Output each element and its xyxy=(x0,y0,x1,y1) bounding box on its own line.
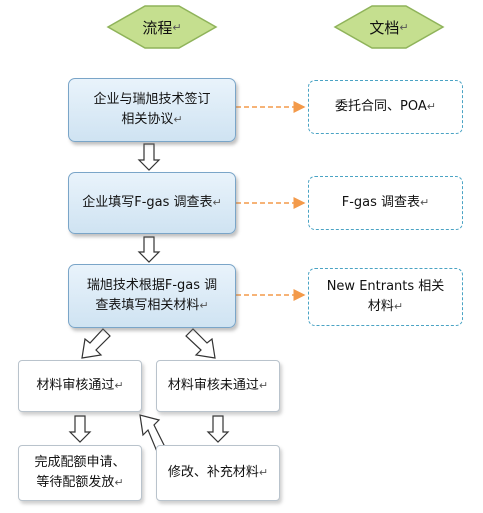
step-sign-line-1: 企业与瑞旭技术签订 xyxy=(93,92,211,107)
doc-survey[interactable]: F-gas 调查表↵ xyxy=(308,176,463,230)
down-arrow-1 xyxy=(137,143,161,171)
paragraph-mark: ↵ xyxy=(173,113,183,126)
process-header-shape xyxy=(106,5,218,49)
step-complete-line-1: 完成配额申请、 xyxy=(34,455,126,470)
paragraph-mark: ↵ xyxy=(258,466,269,479)
doc-entrants-line-1: New Entrants 相关 xyxy=(326,279,445,294)
paragraph-mark: ↵ xyxy=(426,100,436,113)
doc-entrants-line-2: 材料 xyxy=(367,299,394,314)
paragraph-mark: ↵ xyxy=(114,379,124,392)
down-arrow-pass xyxy=(68,415,92,443)
doc-poa[interactable]: 委托合同、POA↵ xyxy=(308,80,463,134)
paragraph-mark: ↵ xyxy=(393,300,404,313)
step-pass-label: 材料审核通过 xyxy=(36,378,115,393)
step-prepare-line-1: 瑞旭技术根据F-gas 调 xyxy=(86,278,218,293)
documents-header-label: 文档 xyxy=(369,18,400,37)
step-revise-materials[interactable]: 修改、补充材料↵ xyxy=(156,445,280,501)
step-fill-survey[interactable]: 企业填写F-gas 调查表↵ xyxy=(68,172,236,234)
process-header: 流程↵ xyxy=(105,3,219,51)
process-header-label: 流程 xyxy=(142,18,173,37)
diagonal-arrow-to-pass xyxy=(81,328,111,359)
down-arrow-2 xyxy=(137,236,161,263)
documents-header-shape xyxy=(333,5,445,49)
paragraph-mark: ↵ xyxy=(420,196,430,209)
doc-poa-label: 委托合同、POA xyxy=(335,99,427,114)
paragraph-mark: ↵ xyxy=(199,299,209,312)
paragraph-mark: ↵ xyxy=(212,196,222,209)
diagonal-arrow-to-fail xyxy=(185,328,216,359)
paragraph-mark: ↵ xyxy=(399,20,409,34)
step-complete-line-2: 等待配额发放 xyxy=(36,475,115,490)
documents-header: 文档↵ xyxy=(332,3,446,51)
step-prepare-line-2: 查表填写相关材料 xyxy=(95,298,200,313)
step-fail-label: 材料审核未通过 xyxy=(167,378,259,393)
step-revise-label: 修改、补充材料 xyxy=(167,465,259,480)
doc-new-entrants[interactable]: New Entrants 相关 材料↵ xyxy=(308,268,463,326)
step-sign-agreement[interactable]: 企业与瑞旭技术签订 相关协议↵ xyxy=(68,78,236,142)
paragraph-mark: ↵ xyxy=(258,379,269,392)
step-complete-application[interactable]: 完成配额申请、 等待配额发放↵ xyxy=(18,445,142,501)
step-sign-line-2: 相关协议 xyxy=(121,112,174,127)
down-arrow-fail xyxy=(206,415,230,443)
paragraph-mark: ↵ xyxy=(172,20,182,34)
step-prepare-materials[interactable]: 瑞旭技术根据F-gas 调 查表填写相关材料↵ xyxy=(68,264,236,328)
step-fill-label: 企业填写F-gas 调查表 xyxy=(82,195,213,210)
step-review-passed[interactable]: 材料审核通过↵ xyxy=(18,360,142,412)
step-review-failed[interactable]: 材料审核未通过↵ xyxy=(156,360,280,412)
paragraph-mark: ↵ xyxy=(114,476,124,489)
doc-survey-label: F-gas 调查表 xyxy=(341,195,421,210)
